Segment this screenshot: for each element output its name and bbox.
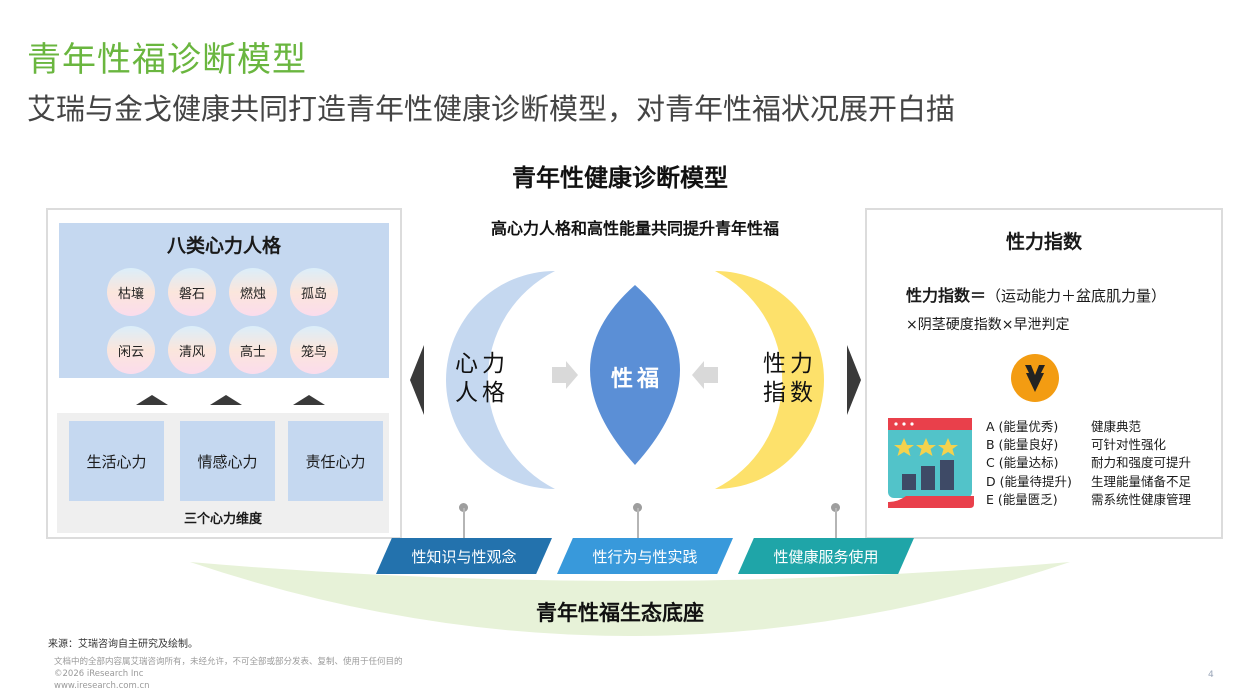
grade-a-desc: 健康典范: [1091, 419, 1142, 434]
pin-line: [463, 508, 465, 538]
right-pointer-icon: [847, 345, 861, 415]
pin-line: [637, 508, 639, 538]
persona-panshi[interactable]: 磐石: [168, 268, 216, 316]
pin-dot: [831, 503, 840, 512]
formula-label: 性力指数＝: [906, 286, 987, 305]
copyright: 文档中的全部内容属艾瑞咨询所有，未经允许，不可全部或部分发表、复制、使用于任何目…: [54, 656, 403, 692]
formula-line-2: ×阴茎硬度指数×早泄判定: [906, 317, 1070, 333]
label-sex-index-line2: 指数: [763, 380, 817, 406]
grade-c-desc: 耐力和强度可提升: [1091, 455, 1192, 471]
base-title: 青年性福生态底座: [536, 601, 704, 625]
grade-b: B (能量良好): [986, 437, 1059, 453]
persona-qingfeng[interactable]: 清风: [168, 326, 216, 374]
model-caption: 高心力人格和高性能量共同提升青年性福: [490, 219, 779, 238]
persona-ranzhu[interactable]: 燃烛: [229, 268, 277, 316]
arrow-left-icon: [692, 361, 718, 389]
persona-box: 八类心力人格 枯壤 磐石 燃烛 孤岛 闲云 清风 高士 笼鸟: [59, 223, 389, 378]
personality-panel: 八类心力人格 枯壤 磐石 燃烛 孤岛 闲云 清风 高士 笼鸟 生活心力 情感心力…: [46, 208, 402, 539]
formula-line-1: 性力指数＝（运动能力＋盆底肌力量）: [906, 282, 1166, 306]
tag-knowledge[interactable]: 性知识与性观念: [376, 538, 552, 574]
grade-d: D (能量待提升): [986, 473, 1072, 489]
grade-descriptions: 健康典范 可针对性强化 耐力和强度可提升 生理能量储备不足 需系统性健康管理: [1091, 418, 1191, 509]
up-arrow-icon: [210, 395, 242, 405]
tag-behavior[interactable]: 性行为与性实践: [557, 538, 733, 574]
grade-b-desc: 可针对性强化: [1091, 437, 1167, 453]
persona-longniao[interactable]: 笼鸟: [290, 326, 338, 374]
label-sexual-wellbeing: 性福: [610, 367, 663, 392]
label-sex-index-line1: 性力: [763, 351, 817, 377]
arrow-right-icon: [552, 361, 578, 389]
label-personality-line1: 心力: [455, 351, 509, 377]
label-personality: 心力 人格: [455, 350, 509, 408]
pin-line: [835, 508, 837, 538]
persona-gudao[interactable]: 孤岛: [290, 268, 338, 316]
left-pointer-icon: [410, 345, 424, 415]
up-arrow-icon: [136, 395, 168, 405]
sex-index-panel: 性力指数 性力指数＝（运动能力＋盆底肌力量） ×阴茎硬度指数×早泄判定 A (能…: [865, 208, 1223, 539]
page-subtitle: 艾瑞与金戈健康共同打造青年性健康诊断模型，对青年性福状况展开白描: [27, 92, 956, 126]
persona-kurang[interactable]: 枯壤: [107, 268, 155, 316]
grade-c: C (能量达标): [986, 455, 1059, 471]
dimension-box: 生活心力 情感心力 责任心力 三个心力维度: [57, 413, 389, 533]
source-note: 来源：艾瑞咨询自主研究及绘制。: [48, 639, 198, 650]
grade-list: A (能量优秀) B (能量良好) C (能量达标) D (能量待提升) E (…: [986, 418, 1072, 509]
page-title: 青年性福诊断模型: [27, 40, 307, 80]
dimension-life[interactable]: 生活心力: [69, 421, 164, 501]
index-title: 性力指数: [1005, 231, 1082, 253]
ecosystem-base-arc: [190, 562, 1070, 636]
model-title: 青年性健康诊断模型: [512, 164, 728, 192]
label-sex-index: 性力 指数: [763, 350, 817, 408]
pin-dot: [459, 503, 468, 512]
right-crescent: [715, 271, 824, 489]
grade-e-desc: 需系统性健康管理: [1091, 491, 1192, 507]
persona-gaoshi[interactable]: 高士: [229, 326, 277, 374]
pin-dot: [633, 503, 642, 512]
tag-health-service[interactable]: 性健康服务使用: [738, 538, 914, 574]
label-personality-line2: 人格: [455, 380, 509, 406]
persona-xianyun[interactable]: 闲云: [107, 326, 155, 374]
grade-e: E (能量匮乏): [986, 491, 1058, 507]
dimension-responsibility[interactable]: 责任心力: [288, 421, 383, 501]
double-chevron-down-icon: [1011, 354, 1059, 402]
persona-grid: 枯壤 磐石 燃烛 孤岛 闲云 清风 高士 笼鸟: [107, 268, 347, 374]
dimension-caption: 三个心力维度: [183, 512, 262, 527]
grade-d-desc: 生理能量储备不足: [1091, 473, 1192, 489]
grade-a: A (能量优秀): [986, 419, 1059, 434]
website-link[interactable]: www.iresearch.com.cn: [54, 681, 150, 691]
center-lens: [590, 285, 680, 465]
left-crescent: [446, 271, 555, 489]
up-arrow-icon: [293, 395, 325, 405]
venn-diagram: [446, 271, 824, 489]
page-number: 4: [1208, 670, 1214, 680]
formula-part1: （运动能力＋盆底肌力量）: [986, 287, 1167, 305]
persona-title: 八类心力人格: [166, 235, 281, 257]
copyright-line1: 文档中的全部内容属艾瑞咨询所有，未经允许，不可全部或部分发表、复制、使用于任何目…: [54, 657, 403, 667]
dimension-emotion[interactable]: 情感心力: [180, 421, 275, 501]
copyright-line2: ©2026 iResearch Inc: [54, 669, 144, 679]
rating-report-icon: [888, 418, 974, 508]
